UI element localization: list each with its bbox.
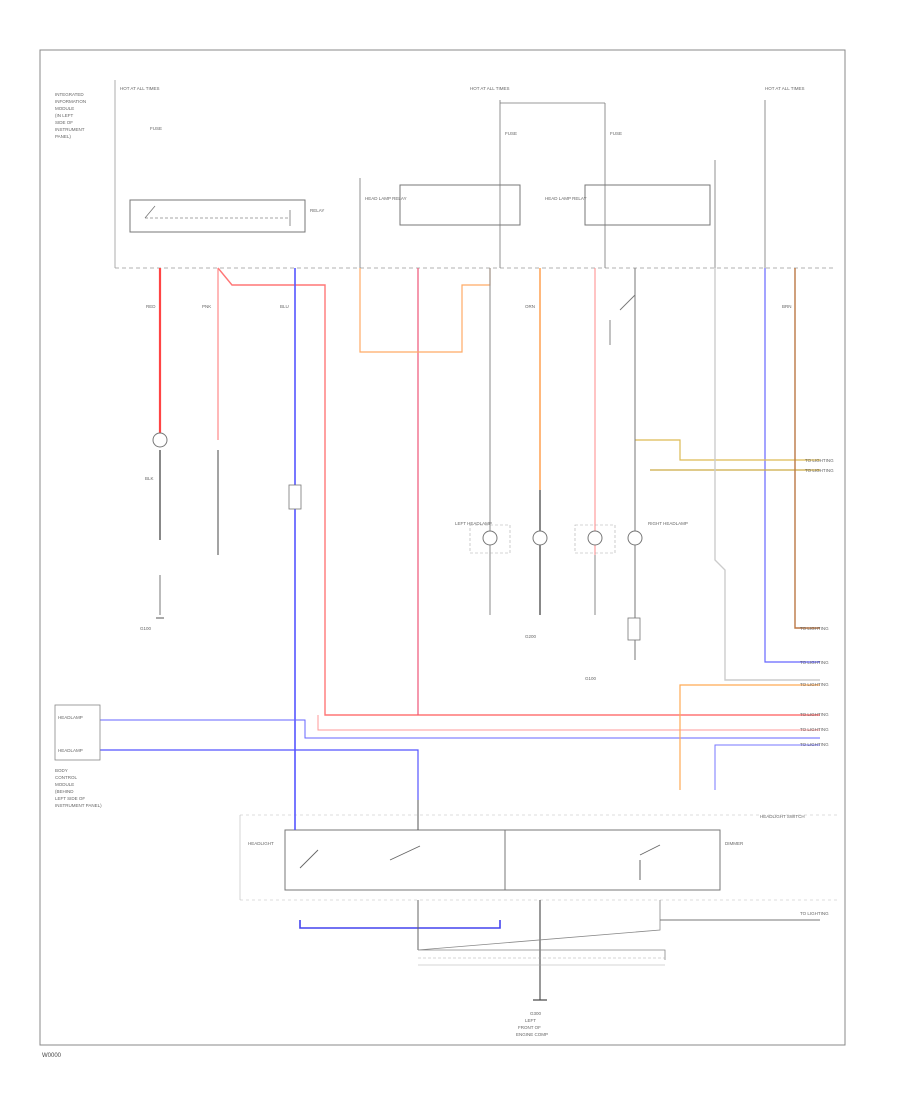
lamp-symbol-5: [627, 530, 643, 546]
fuse-3-label: FUSE: [610, 131, 622, 136]
bcm-line-2: HEADLAMP: [58, 748, 83, 753]
relay-box-1: [129, 199, 306, 233]
ground-label-right: G100: [585, 676, 597, 681]
wire-blue-2: [299, 920, 501, 929]
bcm-box: [54, 704, 101, 761]
relay-3-label: HEAD LAMP RELAY: [545, 196, 587, 201]
svg-text:FRONT OF: FRONT OF: [518, 1025, 541, 1030]
headlight-switch-label: HEADLIGHT SWITCH: [760, 814, 805, 819]
wire-blue-6: [714, 744, 820, 790]
svg-text:TO LIGHTING: TO LIGHTING: [800, 626, 829, 631]
fuse-label-right: HOT AT ALL TIMES: [765, 86, 805, 91]
wire-pink-4: [317, 715, 820, 731]
wire-label-red: RED: [146, 304, 156, 309]
lamp-symbol-1: [152, 432, 168, 448]
svg-text:TO LIGHTING: TO LIGHTING: [805, 458, 834, 463]
dimmer-switch-box: [504, 829, 721, 891]
ground-label-left: G100: [140, 626, 152, 631]
wire-label-black: BLK: [145, 476, 154, 481]
svg-text:BODY: BODY: [55, 768, 68, 773]
svg-text:CONTROL: CONTROL: [55, 775, 77, 780]
ground-label-center: G200: [525, 634, 537, 639]
wire-blue-5: [764, 268, 820, 663]
bcm-line-1: HEADLAMP: [58, 715, 83, 720]
svg-text:ENGINE COMP: ENGINE COMP: [516, 1032, 548, 1037]
fuse-2-label: FUSE: [505, 131, 517, 136]
footer-code: W0000: [42, 1053, 62, 1059]
wire-blue-3: [100, 719, 820, 739]
fuse-label-left: HOT AT ALL TIMES: [120, 86, 160, 91]
svg-text:TO LIGHTING: TO LIGHTING: [800, 911, 829, 916]
relay-box-2: [399, 184, 521, 226]
lamp-symbol-2: [482, 530, 498, 546]
diagram-border: [39, 49, 846, 1046]
wire-yellow-1: [635, 439, 820, 461]
wire-gray: [714, 268, 820, 681]
svg-text:TO LIGHTING: TO LIGHTING: [800, 727, 829, 732]
fuse-1-label: FUSE: [150, 126, 162, 131]
svg-text:(BEHIND: (BEHIND: [55, 789, 74, 794]
wire-orange-3: [679, 684, 820, 790]
svg-text:MODULE: MODULE: [55, 106, 74, 111]
wire-blue-4: [100, 749, 419, 800]
svg-text:INSTRUMENT: INSTRUMENT: [55, 127, 85, 132]
wire-brown: [794, 268, 820, 629]
wire-label-brown: BRN: [782, 304, 792, 309]
svg-text:(IN LEFT: (IN LEFT: [55, 113, 74, 118]
relay-2-label: HEAD LAMP RELAY: [365, 196, 407, 201]
svg-text:LEFT: LEFT: [525, 1018, 536, 1023]
headlight-switch-text: HEADLIGHT: [248, 841, 274, 846]
wire-pink-1: [217, 267, 820, 716]
left-headlamp-label: LEFT HEADLAMP: [455, 521, 492, 526]
svg-text:TO LIGHTING: TO LIGHTING: [800, 682, 829, 687]
wire-label-pink: PNK: [202, 304, 211, 309]
svg-text:INTEGRATED: INTEGRATED: [55, 92, 84, 97]
wire-orange-1: [359, 268, 491, 353]
fuse-label-middle: HOT AT ALL TIMES: [470, 86, 510, 91]
svg-text:TO LIGHTING: TO LIGHTING: [800, 742, 829, 747]
left-module-text: INTEGRATED INFORMATION MODULE (IN LEFT S…: [55, 92, 86, 139]
relay-1-label: RELAY: [310, 208, 324, 213]
headlight-switch-box: [284, 829, 506, 891]
bottom-ground-label: G300: [530, 1011, 542, 1016]
dimmer-switch-text: DIMMER: [725, 841, 744, 846]
svg-text:LEFT SIDE OF: LEFT SIDE OF: [55, 796, 85, 801]
bottom-ground-text: LEFT FRONT OF ENGINE COMP: [516, 1018, 548, 1037]
svg-text:MODULE: MODULE: [55, 782, 74, 787]
svg-text:TO LIGHTING: TO LIGHTING: [805, 468, 834, 473]
right-headlamp-label: RIGHT HEADLAMP: [648, 521, 688, 526]
svg-text:INFORMATION: INFORMATION: [55, 99, 86, 104]
lamp-symbol-3: [532, 530, 548, 546]
svg-text:INSTRUMENT PANEL): INSTRUMENT PANEL): [55, 803, 102, 808]
svg-text:TO LIGHTING: TO LIGHTING: [800, 660, 829, 665]
right-connector-labels: TO LIGHTING TO LIGHTING TO LIGHTING TO L…: [800, 458, 834, 916]
svg-text:SIDE OF: SIDE OF: [55, 120, 73, 125]
svg-text:TO LIGHTING: TO LIGHTING: [800, 712, 829, 717]
lamp-symbol-4: [587, 530, 603, 546]
svg-text:PANEL): PANEL): [55, 134, 71, 139]
bcm-caption: BODY CONTROL MODULE (BEHIND LEFT SIDE OF…: [55, 768, 102, 808]
wire-label-blue: BLU: [280, 304, 289, 309]
wire-label-orange: ORN: [525, 304, 535, 309]
relay-box-3: [584, 184, 711, 226]
